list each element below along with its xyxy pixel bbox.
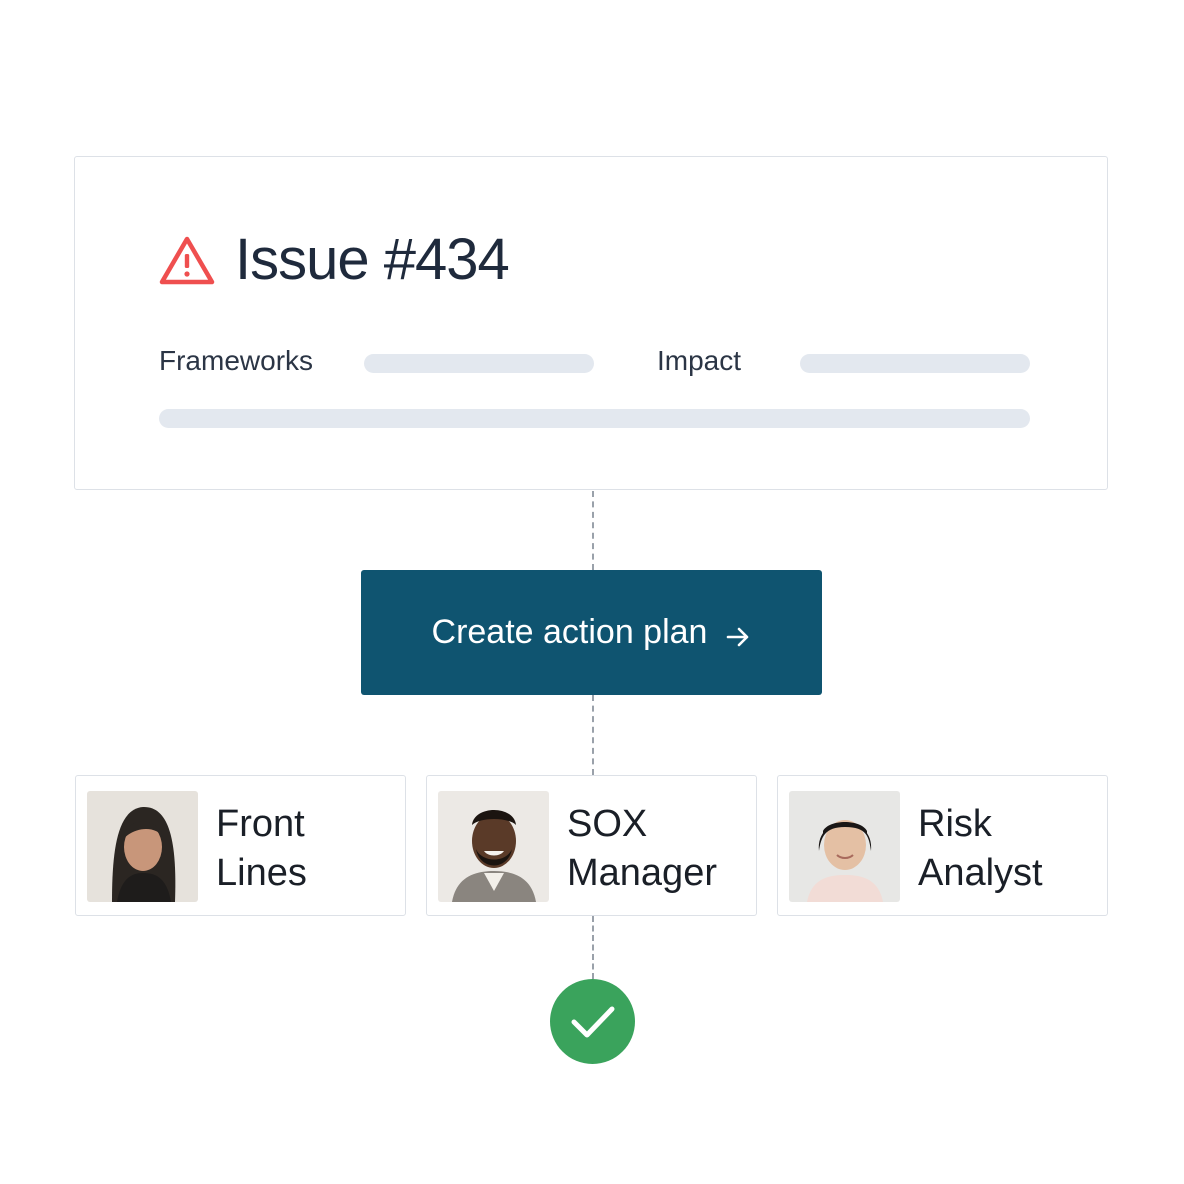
avatar — [789, 791, 900, 902]
role-title-line2: Analyst — [918, 852, 1043, 894]
avatar — [87, 791, 198, 902]
issue-title: Issue #434 — [235, 227, 510, 292]
role-card-sox-manager[interactable]: SOX Manager — [426, 775, 757, 916]
role-title-line1: Front — [216, 803, 305, 845]
role-card-front-lines[interactable]: Front Lines — [75, 775, 406, 916]
issue-header: Issue #434 — [159, 225, 510, 295]
create-action-plan-label: Create action plan — [431, 613, 708, 651]
role-title-line1: SOX — [567, 803, 648, 845]
role-title-line2: Lines — [216, 852, 307, 894]
role-card-risk-analyst[interactable]: Risk Analyst — [777, 775, 1108, 916]
role-label: Risk Analyst — [918, 800, 1043, 898]
role-label: Front Lines — [216, 800, 307, 898]
role-label: SOX Manager — [567, 800, 717, 898]
impact-label: Impact — [657, 345, 742, 376]
frameworks-label: Frameworks — [159, 345, 314, 376]
role-title-line2: Manager — [567, 852, 717, 894]
dashed-connector — [592, 491, 594, 570]
checkmark-icon — [550, 979, 635, 1064]
avatar — [438, 791, 549, 902]
description-placeholder-bar — [159, 409, 1030, 428]
arrow-right-icon — [725, 620, 751, 646]
warning-icon — [159, 235, 215, 285]
dashed-connector — [592, 916, 594, 979]
impact-placeholder-bar — [800, 354, 1030, 373]
role-title-line1: Risk — [918, 803, 992, 845]
dashed-connector — [592, 695, 594, 775]
issue-card: Issue #434 Frameworks Impact — [74, 156, 1108, 490]
create-action-plan-button[interactable]: Create action plan — [361, 570, 822, 695]
frameworks-placeholder-bar — [364, 354, 594, 373]
